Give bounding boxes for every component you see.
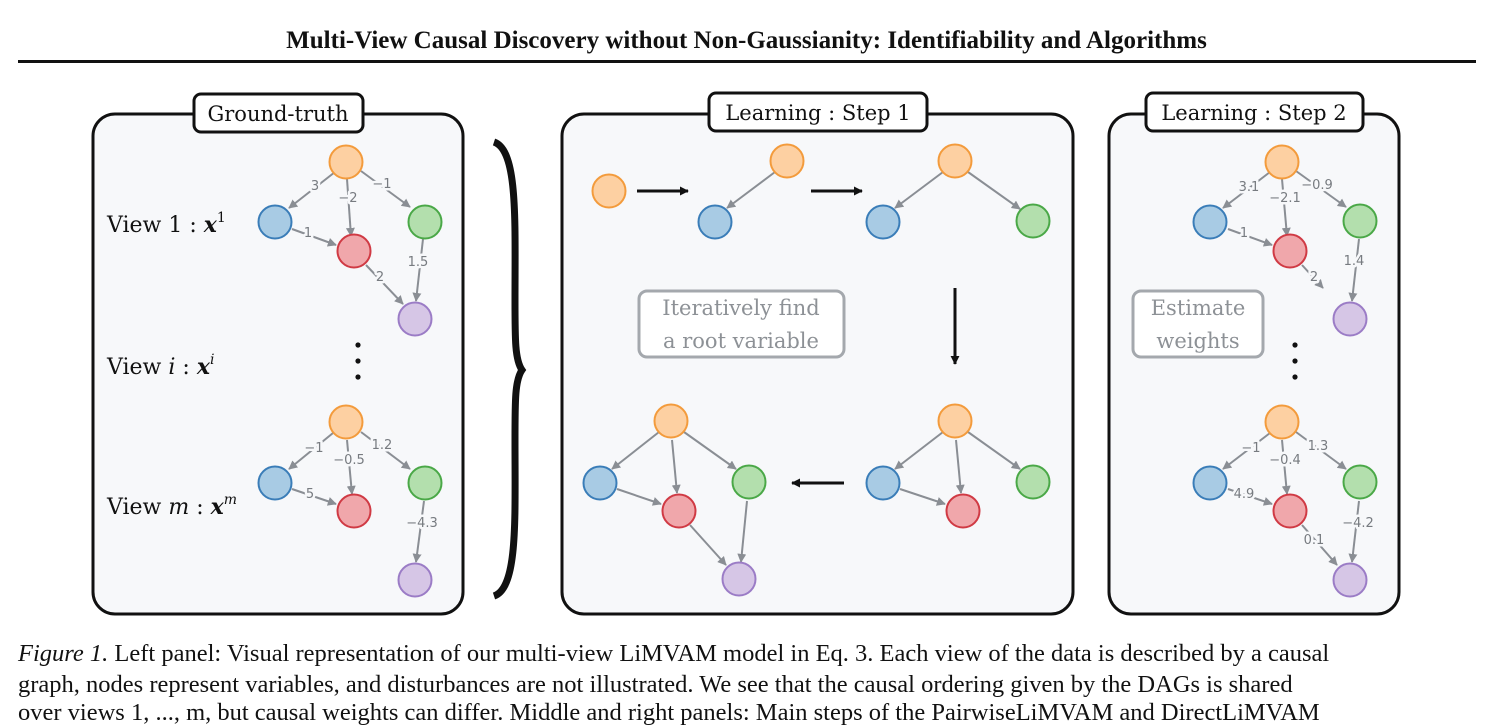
right-brace xyxy=(492,138,527,600)
node-blue xyxy=(1192,465,1228,501)
node-blue xyxy=(865,204,901,240)
node-blue xyxy=(257,465,293,501)
caption-line-3: over views 1, ..., m, but causal weights… xyxy=(18,699,1320,726)
panel-label-box-ground-truth xyxy=(192,92,365,134)
note-step-2-line-1: Estimate xyxy=(1151,296,1246,320)
weight-est-v1-orange-blue: 3.1 xyxy=(1239,180,1260,195)
node-orange xyxy=(328,404,364,440)
weight-est-vm-orange-red: −0.4 xyxy=(1269,453,1301,468)
node-blue xyxy=(865,465,901,501)
vertical-ellipsis-left xyxy=(355,342,361,380)
title-rule xyxy=(18,60,1476,63)
node-green xyxy=(731,464,767,500)
weight-gt-v1-orange-green: −1 xyxy=(372,177,391,192)
node-orange xyxy=(1264,404,1300,440)
note-step-1-line-1: Iteratively find xyxy=(662,296,819,320)
weight-gt-v1-green-purple: 1.5 xyxy=(408,255,429,270)
panel-step-1 xyxy=(560,112,1075,616)
node-green xyxy=(1015,464,1051,500)
node-red xyxy=(661,493,697,529)
weight-gt-v1-orange-blue: 3 xyxy=(311,179,319,194)
weight-est-vm-orange-blue: −1 xyxy=(1241,441,1260,456)
node-blue xyxy=(257,204,293,240)
weight-est-v1-red-purple: 2 xyxy=(1310,270,1318,285)
edges-step-1-top xyxy=(726,171,1021,210)
panel-label-step-1: Learning : Step 1 xyxy=(725,101,910,125)
weight-est-vm-red-purple: 0.1 xyxy=(1304,533,1325,548)
weight-gt-vm-orange-green: 1.2 xyxy=(372,438,393,453)
weight-est-v1-blue-red: 1 xyxy=(1240,226,1248,241)
edges-step-1-bottom-right xyxy=(894,431,1021,506)
node-orange xyxy=(769,143,805,179)
node-orange xyxy=(591,173,627,209)
figure-1: Ground-truth Learning : Step 1 Learning … xyxy=(91,91,1401,616)
edges-ground-truth-view-1 xyxy=(288,170,424,305)
caption-figure-label: Figure 1. xyxy=(18,640,109,667)
note-step-1-line-2: a root variable xyxy=(663,329,819,353)
edges-ground-truth-view-m xyxy=(288,431,425,563)
node-orange xyxy=(937,143,973,179)
weight-gt-v1-blue-red: 1 xyxy=(304,226,312,241)
weight-est-vm-green-purple: −4.2 xyxy=(1342,516,1374,531)
note-box-step-1 xyxy=(637,289,846,359)
panel-label-ground-truth: Ground-truth xyxy=(207,102,348,126)
node-orange xyxy=(328,144,364,180)
caption-line-1: Figure 1. Left panel: Visual representat… xyxy=(18,638,1476,669)
node-red xyxy=(945,493,981,529)
panel-label-box-step-1 xyxy=(707,91,929,133)
weight-est-vm-orange-green: 1.3 xyxy=(1308,439,1329,454)
edges-step-1-bottom-left xyxy=(611,431,748,566)
node-orange xyxy=(937,403,973,439)
view-i-label: View i : xi xyxy=(106,352,214,380)
edges-estimated-view-m xyxy=(1222,431,1360,566)
node-red xyxy=(336,233,372,269)
weight-gt-vm-green-purple: −4.3 xyxy=(406,516,438,531)
node-red xyxy=(1272,493,1308,529)
caption-line-2: graph, nodes represent variables, and di… xyxy=(18,671,1293,698)
node-purple xyxy=(1332,301,1368,337)
node-purple xyxy=(1332,562,1368,598)
running-title: Multi-View Causal Discovery without Non-… xyxy=(286,27,1207,54)
panel-label-step-2: Learning : Step 2 xyxy=(1161,101,1346,125)
node-green xyxy=(1342,464,1378,500)
node-green xyxy=(407,465,443,501)
weight-est-vm-blue-red: 4.9 xyxy=(1234,487,1255,502)
node-orange xyxy=(653,403,689,439)
node-orange xyxy=(1264,144,1300,180)
view-1-label: View 1 : x1 xyxy=(106,210,226,238)
node-blue xyxy=(1192,204,1228,240)
node-blue xyxy=(582,465,618,501)
weight-gt-v1-orange-red: −2 xyxy=(338,191,357,206)
weight-gt-vm-blue-red: 5 xyxy=(306,487,314,502)
view-m-label: View m : xm xyxy=(106,492,237,520)
panel-label-box-step-2 xyxy=(1144,91,1365,133)
node-green xyxy=(1342,203,1378,239)
vertical-ellipsis-right xyxy=(1292,342,1298,380)
caption-text-1: Left panel: Visual representation of our… xyxy=(108,640,1330,667)
weight-est-v1-green-purple: 1.4 xyxy=(1344,254,1365,269)
node-purple xyxy=(397,301,433,337)
node-purple xyxy=(397,562,433,598)
weight-gt-vm-orange-red: −0.5 xyxy=(333,453,365,468)
node-green xyxy=(407,204,443,240)
weight-gt-vm-orange-blue: −1 xyxy=(304,441,323,456)
node-red xyxy=(1272,233,1308,269)
note-step-2-line-2: weights xyxy=(1156,329,1239,353)
weight-gt-v1-red-purple: 2 xyxy=(376,270,384,285)
node-purple xyxy=(721,561,757,597)
node-green xyxy=(1015,203,1051,239)
weight-est-v1-orange-red: −2.1 xyxy=(1269,191,1301,206)
weight-est-v1-orange-green: −0.9 xyxy=(1301,178,1333,193)
edges-estimated-view-1 xyxy=(1222,170,1360,302)
node-red xyxy=(336,493,372,529)
note-box-step-2 xyxy=(1131,289,1265,359)
node-blue xyxy=(697,204,733,240)
